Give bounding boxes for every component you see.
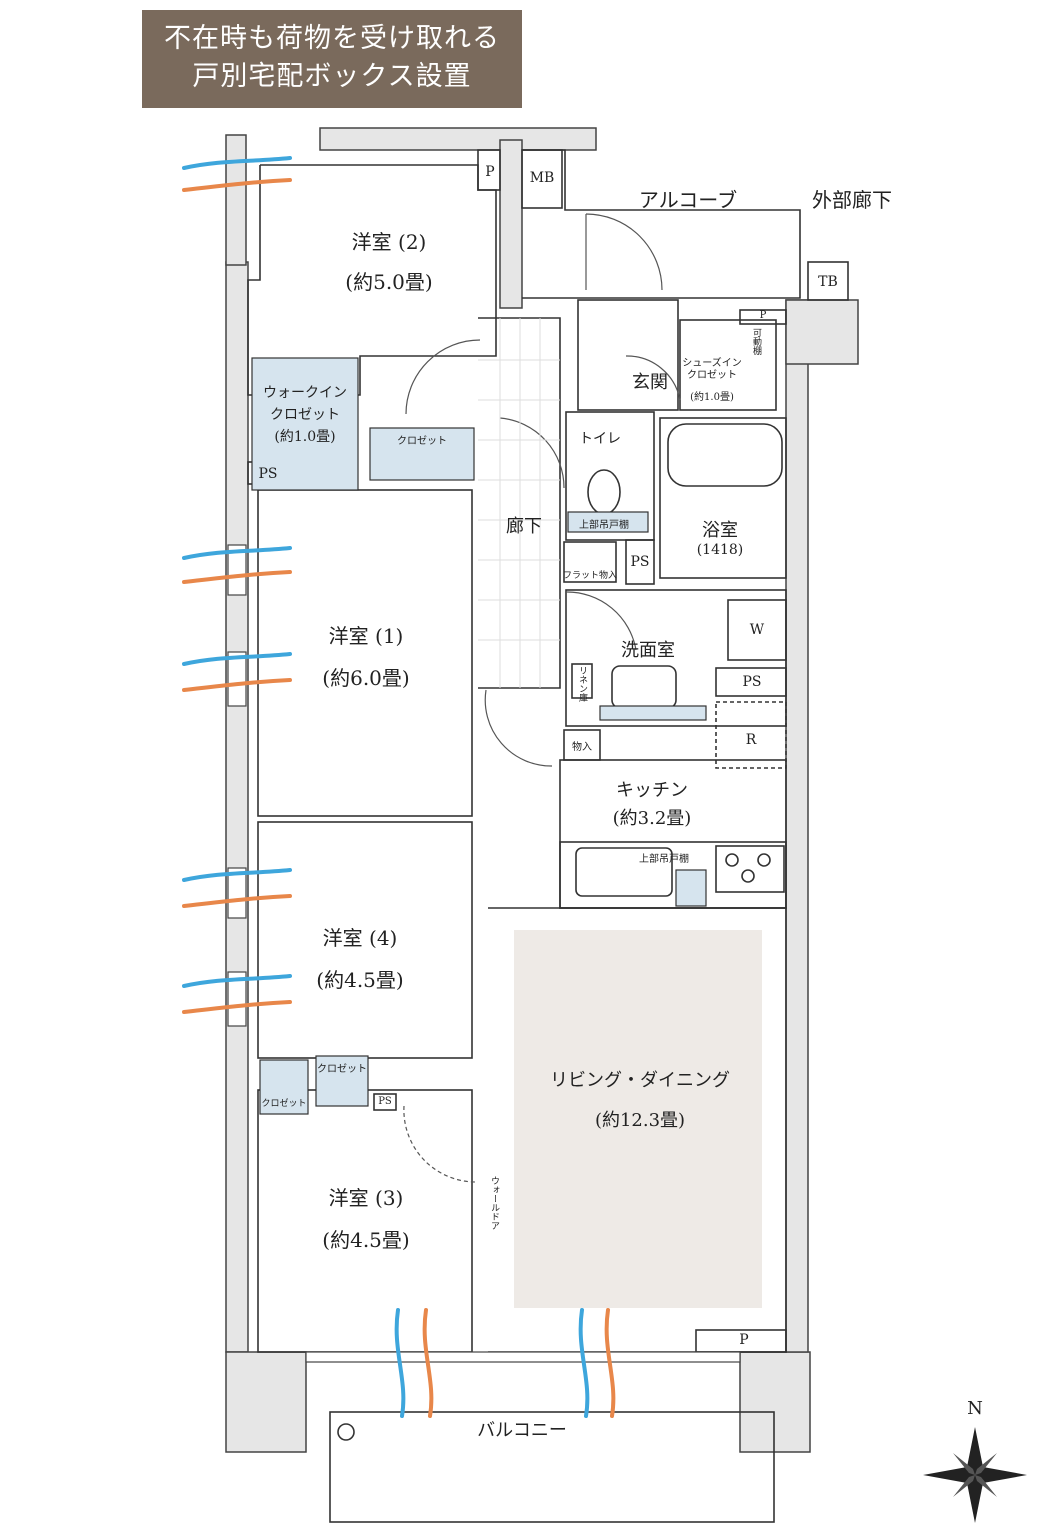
room-western-2-size: (約5.0畳) [345, 270, 433, 294]
compass-icon [923, 1427, 1027, 1523]
banner-line-2: 戸別宅配ボックス設置 [192, 61, 472, 92]
room-western-4-size: (約4.5畳) [316, 968, 404, 992]
p-label-3: P [739, 1332, 749, 1348]
banner-line-1: 不在時も荷物を受け取れる [164, 23, 500, 54]
walk-in-closet-line-3: (約1.0畳) [274, 429, 336, 445]
closet-label-western-4: クロゼット [317, 1064, 367, 1075]
ps-label-2: PS [630, 554, 650, 570]
room-western-3-name: 洋室 (3) [328, 1186, 404, 1210]
balcony-label: バルコニー [477, 1420, 567, 1441]
corridor-label: 廊下 [506, 516, 542, 537]
shoes-closet-line-3: (約1.0畳) [690, 392, 734, 403]
p-label-1: P [485, 164, 495, 180]
ps-label-1: PS [258, 466, 278, 482]
shoes-closet-line-1: シューズイン [682, 358, 742, 369]
toilet-label: トイレ [579, 431, 621, 447]
shoes-closet-line-2: クロゼット [687, 370, 737, 381]
washer-label: W [749, 622, 765, 638]
washroom-label: 洗面室 [621, 640, 675, 661]
storage-label: 物入 [572, 742, 592, 753]
outer-corridor-label: 外部廊下 [812, 188, 892, 212]
ps-label-4: PS [378, 1096, 392, 1107]
room-western-1-size: (約6.0畳) [322, 666, 410, 690]
entrance-label: 玄関 [632, 372, 668, 393]
upper-cabinet-kitchen-label: 上部吊戸棚 [639, 854, 689, 865]
upper-cabinet-toilet-label: 上部吊戸棚 [579, 520, 629, 531]
room-western-1-name: 洋室 (1) [328, 624, 404, 648]
fridge-label: R [745, 732, 757, 748]
room-western-4-name: 洋室 (4) [322, 926, 398, 950]
door-swings [403, 213, 681, 1183]
walk-in-closet-line-1: ウォークイン [263, 385, 347, 401]
p-label-2: P [759, 310, 767, 321]
ps-label-3: PS [742, 674, 762, 690]
room-western-2-name: 洋室 (2) [351, 230, 427, 254]
room-kitchen-name: キッチン [616, 780, 688, 801]
room-outlines [247, 149, 849, 1523]
tb-label: TB [818, 274, 838, 290]
north-label: N [967, 1398, 983, 1419]
linen-storage-label: リネン庫 [577, 666, 587, 702]
closets [251, 357, 707, 1115]
mb-label: MB [529, 170, 555, 186]
room-bath-name: 浴室 [702, 520, 738, 541]
flat-storage-label: フラット物入 [562, 571, 618, 581]
corridor-tiles [478, 318, 560, 688]
room-western-3-size: (約4.5畳) [322, 1228, 410, 1252]
ventilation-arrows [182, 156, 616, 1418]
living-floor [514, 930, 762, 1308]
room-bath-size: (1418) [696, 542, 744, 558]
windows [227, 544, 741, 1363]
closet-label-western-3: クロゼット [261, 1099, 307, 1109]
walk-in-closet-line-2: クロゼット [270, 407, 340, 423]
wall-door-label: ウォールドア [489, 1176, 499, 1230]
closet-label-western-2: クロゼット [397, 436, 447, 447]
room-living-size: (約12.3畳) [594, 1110, 686, 1131]
alcove-label: アルコーブ [638, 188, 738, 212]
movable-shelf-label: 可動棚 [751, 328, 761, 355]
walls [225, 127, 859, 1453]
room-living-name: リビング・ダイニング [550, 1070, 730, 1091]
delivery-box-banner: 不在時も荷物を受け取れる 戸別宅配ボックス設置 [142, 10, 522, 108]
room-kitchen-size: (約3.2畳) [612, 808, 692, 829]
